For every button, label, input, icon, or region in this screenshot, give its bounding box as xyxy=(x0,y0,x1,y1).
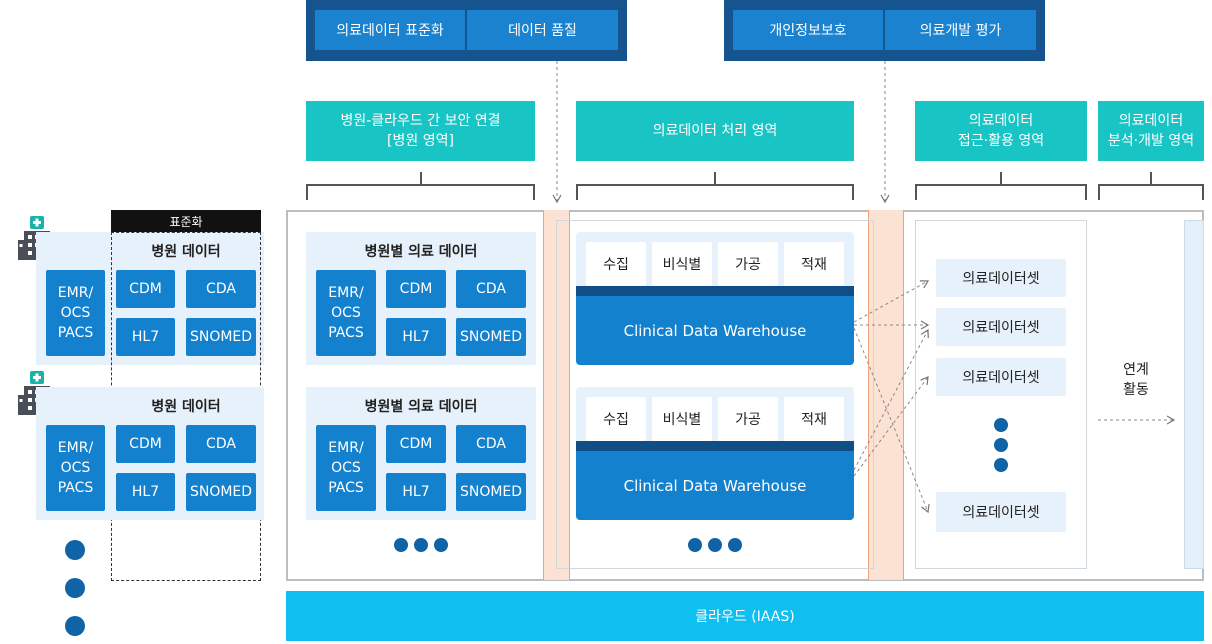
ellipsis-dot xyxy=(65,540,85,560)
bracket-access xyxy=(915,184,1087,200)
bracket-tick xyxy=(1000,172,1002,184)
emr-ocs-pacs-box: EMR/ OCS PACS xyxy=(46,425,105,511)
area-hospital-connection: 병원-클라우드 간 보안 연결 [병원 영역] xyxy=(306,101,535,161)
emr-ocs-pacs-box: EMR/ OCS PACS xyxy=(316,425,376,511)
processing-frame xyxy=(556,220,874,569)
policy-standardization[interactable]: 의료데이터 표준화 xyxy=(315,10,465,50)
emr-ocs-pacs-box: EMR/ OCS PACS xyxy=(316,270,376,356)
step-deidentify: 비식별 xyxy=(652,397,712,441)
cdw1-to-dataset1 xyxy=(853,280,930,323)
step-process: 가공 xyxy=(718,242,778,286)
code-hl7: HL7 xyxy=(116,318,175,356)
code-snomed: SNOMED xyxy=(456,473,526,511)
link-activity-label: 연계 활동 xyxy=(1123,362,1149,398)
ellipsis-dot xyxy=(434,538,448,552)
code-snomed: SNOMED xyxy=(186,318,256,356)
security-zone-2 xyxy=(868,210,904,580)
step-collect: 수집 xyxy=(586,397,646,441)
step-deidentify: 비식별 xyxy=(652,242,712,286)
code-cda: CDA xyxy=(186,425,256,463)
code-snomed: SNOMED xyxy=(456,318,526,356)
bracket-analysis xyxy=(1098,184,1204,200)
code-cdm: CDM xyxy=(116,425,175,463)
cdw2-to-dataset2 xyxy=(853,328,929,471)
emr-ocs-pacs-box: EMR/ OCS PACS xyxy=(46,270,105,356)
area-analysis: 의료데이터 분석·개발 영역 xyxy=(1098,101,1204,161)
ellipsis-dot xyxy=(728,538,742,552)
cdw1-to-dataset4 xyxy=(853,327,930,514)
ellipsis-dot xyxy=(65,578,85,598)
code-cda: CDA xyxy=(456,425,526,463)
ellipsis-dot xyxy=(994,438,1008,452)
dataset-item[interactable]: 의료데이터셋 xyxy=(936,492,1066,532)
cdw2-to-dataset3 xyxy=(853,376,929,477)
policy-privacy[interactable]: 개인정보보호 xyxy=(733,10,883,50)
bracket-tick xyxy=(420,172,422,184)
area-access: 의료데이터 접근·활용 영역 xyxy=(915,101,1087,161)
code-cdm: CDM xyxy=(386,425,446,463)
dataset-item[interactable]: 의료데이터셋 xyxy=(936,259,1066,297)
code-snomed: SNOMED xyxy=(186,473,256,511)
step-load: 적재 xyxy=(784,242,844,286)
cdw-label[interactable]: Clinical Data Warehouse xyxy=(576,451,854,520)
bracket-hospital xyxy=(306,184,535,200)
code-cdm: CDM xyxy=(386,270,446,308)
ellipsis-dot xyxy=(708,538,722,552)
ellipsis-dot xyxy=(688,538,702,552)
step-collect: 수집 xyxy=(586,242,646,286)
cdw-divider xyxy=(576,286,854,296)
dataset-item[interactable]: 의료데이터셋 xyxy=(936,358,1066,396)
code-cdm: CDM xyxy=(116,270,175,308)
code-hl7: HL7 xyxy=(386,473,446,511)
analysis-strip xyxy=(1184,220,1204,569)
code-cda: CDA xyxy=(186,270,256,308)
ellipsis-dot xyxy=(414,538,428,552)
code-hl7: HL7 xyxy=(116,473,175,511)
step-process: 가공 xyxy=(718,397,778,441)
code-cda: CDA xyxy=(456,270,526,308)
bracket-tick xyxy=(1150,172,1152,184)
policy-data-quality[interactable]: 데이터 품질 xyxy=(467,10,618,50)
area-processing: 의료데이터 처리 영역 xyxy=(576,101,854,161)
bracket-processing xyxy=(576,184,854,200)
hospital-medical-panel-title: 병원별 의료 데이터 xyxy=(364,399,478,415)
bracket-tick xyxy=(714,172,716,184)
hospital-panel-title: 병원 데이터 xyxy=(151,399,221,415)
step-load: 적재 xyxy=(784,397,844,441)
hospital-medical-panel-title: 병원별 의료 데이터 xyxy=(364,244,478,260)
ellipsis-dot xyxy=(994,418,1008,432)
standardization-label: 표준화 xyxy=(111,210,261,232)
hospital-panel-title: 병원 데이터 xyxy=(151,244,221,260)
cdw-divider xyxy=(576,441,854,451)
cloud-bar: 클라우드 (IAAS) xyxy=(286,591,1204,641)
policy-dev-evaluation[interactable]: 의료개발 평가 xyxy=(885,10,1036,50)
code-hl7: HL7 xyxy=(386,318,446,356)
ellipsis-dot xyxy=(65,616,85,636)
ellipsis-dot xyxy=(394,538,408,552)
ellipsis-dot xyxy=(994,458,1008,472)
cdw-label[interactable]: Clinical Data Warehouse xyxy=(576,296,854,365)
dataset-item[interactable]: 의료데이터셋 xyxy=(936,308,1066,346)
